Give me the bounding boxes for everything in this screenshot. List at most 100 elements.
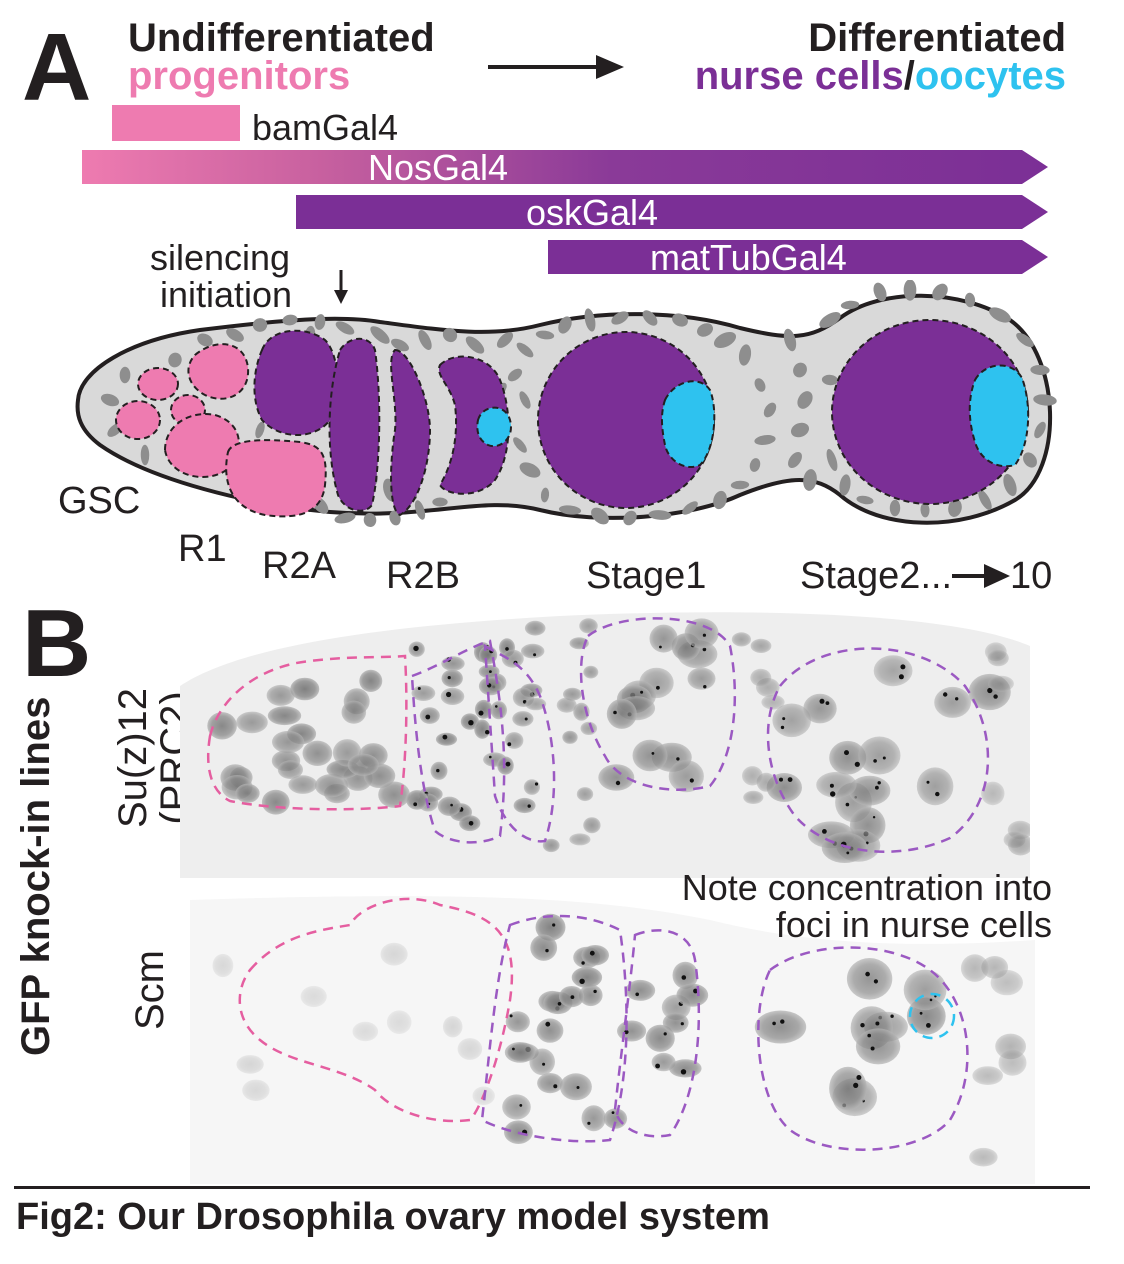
focus bbox=[890, 1014, 894, 1018]
undifferentiated-heading: Undifferentiated bbox=[128, 16, 435, 60]
somatic-nucleus bbox=[790, 422, 810, 438]
nucleus bbox=[542, 838, 560, 853]
focus bbox=[545, 948, 549, 953]
somatic-nucleus bbox=[989, 307, 1011, 323]
somatic-nucleus bbox=[252, 318, 268, 332]
nucleus bbox=[969, 1147, 998, 1167]
nucleus bbox=[579, 618, 598, 634]
somatic-nucleus bbox=[513, 437, 527, 453]
focus bbox=[780, 725, 785, 730]
nucleus bbox=[380, 942, 408, 966]
focus bbox=[822, 829, 827, 834]
focus bbox=[519, 1104, 523, 1107]
somatic-nucleus bbox=[558, 316, 572, 334]
nucleus bbox=[512, 711, 534, 727]
cyst-outline-2 bbox=[483, 643, 556, 843]
nucleus bbox=[846, 958, 893, 1000]
somatic-nucleus bbox=[642, 310, 658, 326]
nucleus bbox=[855, 1028, 901, 1065]
nucleus bbox=[873, 655, 913, 687]
somatic-nucleus bbox=[826, 448, 838, 472]
somatic-nucleus bbox=[540, 487, 550, 503]
nucleus bbox=[761, 694, 785, 710]
nucleus bbox=[579, 984, 603, 1007]
focus bbox=[552, 923, 556, 927]
somatic-nucleus bbox=[335, 321, 355, 335]
nucleus bbox=[207, 712, 237, 740]
suz12-nuclei bbox=[207, 618, 1030, 863]
nucleus bbox=[302, 740, 333, 766]
nucleus bbox=[668, 760, 704, 793]
nucleus bbox=[563, 687, 582, 701]
oskgal4-bar bbox=[296, 195, 1048, 229]
focus bbox=[505, 647, 509, 651]
nucleus bbox=[537, 1073, 564, 1094]
focus bbox=[545, 1021, 551, 1027]
focus bbox=[829, 783, 834, 788]
scm-stage-outline bbox=[757, 946, 969, 1151]
stage1-label: Stage1 bbox=[586, 555, 707, 597]
somatic-nucleus bbox=[611, 311, 629, 325]
somatic-nucleus bbox=[738, 344, 752, 366]
nucleus bbox=[988, 675, 1014, 692]
scm-cyst-outline-1 bbox=[480, 914, 628, 1143]
somatic-nucleus bbox=[465, 336, 485, 354]
somatic-nucleus bbox=[391, 338, 409, 352]
nucleus bbox=[272, 730, 305, 754]
somatic-nucleus bbox=[558, 505, 582, 515]
nucleus bbox=[562, 730, 578, 744]
stage2-outline bbox=[766, 647, 990, 853]
somatic-nucleus bbox=[584, 308, 596, 332]
stage2-label: Stage2... bbox=[800, 555, 953, 597]
focus bbox=[489, 670, 492, 673]
focus bbox=[845, 802, 850, 807]
nucleus bbox=[559, 1073, 592, 1101]
focus bbox=[926, 1023, 931, 1028]
somatic-nucleus bbox=[713, 331, 737, 349]
focus bbox=[782, 717, 786, 721]
focus bbox=[900, 664, 906, 670]
somatic-nucleus bbox=[1023, 452, 1037, 468]
caption-rule bbox=[14, 1186, 1090, 1189]
somatic-nucleus bbox=[414, 500, 426, 520]
nosgal4-label: NosGal4 bbox=[368, 147, 509, 188]
cyst-outline-1 bbox=[410, 639, 506, 844]
nucleus bbox=[916, 767, 954, 806]
focus bbox=[825, 701, 830, 705]
nucleus bbox=[750, 668, 772, 687]
nucleus bbox=[442, 1016, 463, 1038]
nucleus bbox=[649, 624, 678, 653]
somatic-nucleus bbox=[978, 490, 992, 510]
focus bbox=[485, 730, 490, 735]
nucleus bbox=[474, 719, 491, 739]
focus bbox=[425, 714, 431, 720]
focus bbox=[413, 645, 419, 652]
somatic-nucleus bbox=[903, 280, 917, 301]
focus bbox=[450, 803, 453, 807]
nucleus bbox=[386, 1010, 412, 1034]
nucleus bbox=[521, 643, 545, 659]
nucleus bbox=[419, 707, 440, 724]
somatic-nucleus bbox=[496, 332, 514, 348]
focus bbox=[413, 802, 418, 807]
focus bbox=[489, 755, 492, 759]
mattubgal4-label: matTubGal4 bbox=[650, 237, 847, 278]
nucleus bbox=[497, 756, 514, 775]
focus bbox=[615, 780, 621, 786]
stage10-label: 10 bbox=[1010, 555, 1053, 597]
focus bbox=[478, 710, 484, 716]
focus bbox=[495, 705, 498, 708]
focus bbox=[693, 988, 698, 994]
nucleus bbox=[236, 1055, 264, 1074]
somatic-nucleus bbox=[418, 330, 432, 350]
somatic-nucleus bbox=[730, 480, 750, 490]
gfp-knockin-title: GFP knock-in lines bbox=[14, 696, 58, 1056]
focus bbox=[779, 777, 783, 782]
somatic-nucleus bbox=[754, 435, 776, 445]
nucleus bbox=[242, 1079, 270, 1101]
suz12-micrograph bbox=[180, 612, 1030, 878]
silencing-arrow-icon bbox=[334, 270, 348, 304]
cyst-cells bbox=[253, 329, 512, 517]
nucleus bbox=[441, 656, 465, 671]
nucleus bbox=[684, 618, 719, 649]
